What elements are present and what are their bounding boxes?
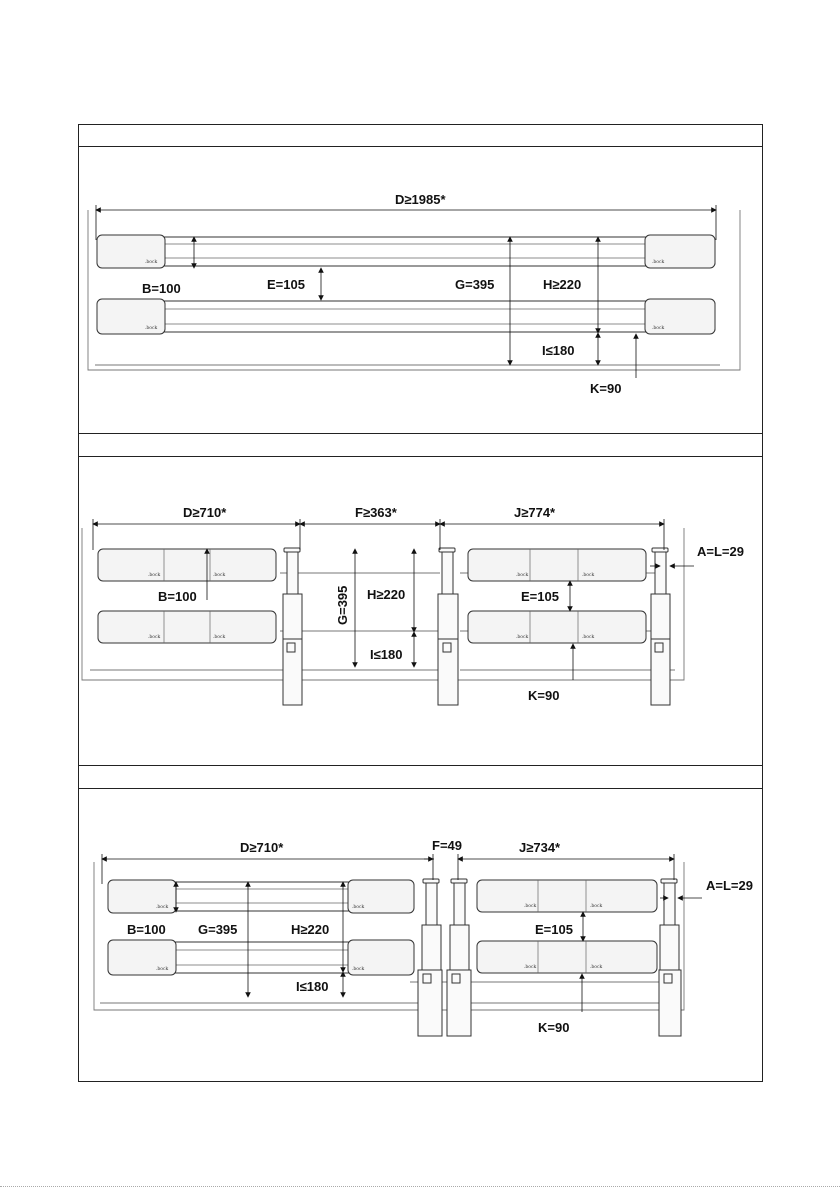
d2-brand-mark: .bock bbox=[582, 572, 595, 578]
d3-label-h: H≥220 bbox=[291, 922, 329, 937]
d3-label-g: G=395 bbox=[198, 922, 237, 937]
d2-brand-mark: .bock bbox=[213, 572, 226, 578]
d1-label-h: H≥220 bbox=[543, 277, 581, 292]
d1-label-k: K=90 bbox=[590, 381, 621, 396]
d2-brand-mark: .bock bbox=[582, 634, 595, 640]
d3-brand-mark: .bock bbox=[524, 903, 537, 909]
page-footer-dotted-line bbox=[0, 1186, 840, 1187]
d1-brand-mark: .bock bbox=[145, 259, 158, 265]
d2-brand-mark: .bock bbox=[148, 634, 161, 640]
d1-label-b: B=100 bbox=[142, 281, 181, 296]
d3-label-k: K=90 bbox=[538, 1020, 569, 1035]
d3-label-f: F=49 bbox=[432, 838, 462, 853]
d3-brand-mark: .bock bbox=[524, 964, 537, 970]
d3-brand-mark: .bock bbox=[590, 964, 603, 970]
diagram-3-double-post: .bock .bock .bock .bock .bock .bock .boc… bbox=[94, 838, 753, 1036]
d3-label-al: A=L=29 bbox=[706, 878, 753, 893]
d2-brand-mark: .bock bbox=[148, 572, 161, 578]
d3-brand-mark: .bock bbox=[352, 904, 365, 910]
d2-post-left bbox=[283, 548, 302, 705]
d2-brand-mark: .bock bbox=[516, 634, 529, 640]
d1-brand-mark: .bock bbox=[652, 259, 665, 265]
d1-brand-mark: .bock bbox=[652, 325, 665, 331]
d3-post-left-a bbox=[418, 879, 442, 1036]
d2-label-h: H≥220 bbox=[367, 587, 405, 602]
d3-label-j: J≥734* bbox=[519, 840, 561, 855]
d3-post-left-b bbox=[447, 879, 471, 1036]
d1-label-i: I≤180 bbox=[542, 343, 574, 358]
d1-label-g: G=395 bbox=[455, 277, 494, 292]
diagram-1-single-span: .bock .bock .bock .bock D≥1985* B=100 E=… bbox=[88, 192, 740, 396]
d2-label-j: J≥774* bbox=[514, 505, 556, 520]
d3-label-d: D≥710* bbox=[240, 840, 284, 855]
d1-lower-rod: .bock .bock bbox=[97, 299, 715, 334]
d2-label-d: D≥710* bbox=[183, 505, 227, 520]
d1-brand-mark: .bock bbox=[145, 325, 158, 331]
d3-brand-mark: .bock bbox=[156, 966, 169, 972]
d1-frame bbox=[88, 210, 740, 370]
d2-label-g: G=395 bbox=[335, 586, 350, 625]
d2-label-k: K=90 bbox=[528, 688, 559, 703]
d3-label-e: E=105 bbox=[535, 922, 573, 937]
d2-label-b: B=100 bbox=[158, 589, 197, 604]
diagram-2-three-posts: .bock .bock .bock .bock .bock .bock .boc… bbox=[82, 505, 744, 705]
d2-label-al: A=L=29 bbox=[697, 544, 744, 559]
d2-label-i: I≤180 bbox=[370, 647, 402, 662]
d2-label-e: E=105 bbox=[521, 589, 559, 604]
d1-label-d: D≥1985* bbox=[395, 192, 446, 207]
d3-brand-mark: .bock bbox=[352, 966, 365, 972]
d3-brand-mark: .bock bbox=[156, 904, 169, 910]
d3-brand-mark: .bock bbox=[590, 903, 603, 909]
d3-label-b: B=100 bbox=[127, 922, 166, 937]
d3-label-i: I≤180 bbox=[296, 979, 328, 994]
d2-label-f: F≥363* bbox=[355, 505, 398, 520]
d1-upper-rod: .bock .bock bbox=[97, 235, 715, 268]
d3-post-right bbox=[659, 879, 681, 1036]
d1-label-e: E=105 bbox=[267, 277, 305, 292]
d2-post-middle bbox=[438, 548, 458, 705]
d2-brand-mark: .bock bbox=[516, 572, 529, 578]
d2-brand-mark: .bock bbox=[213, 634, 226, 640]
d2-post-right bbox=[651, 548, 670, 705]
